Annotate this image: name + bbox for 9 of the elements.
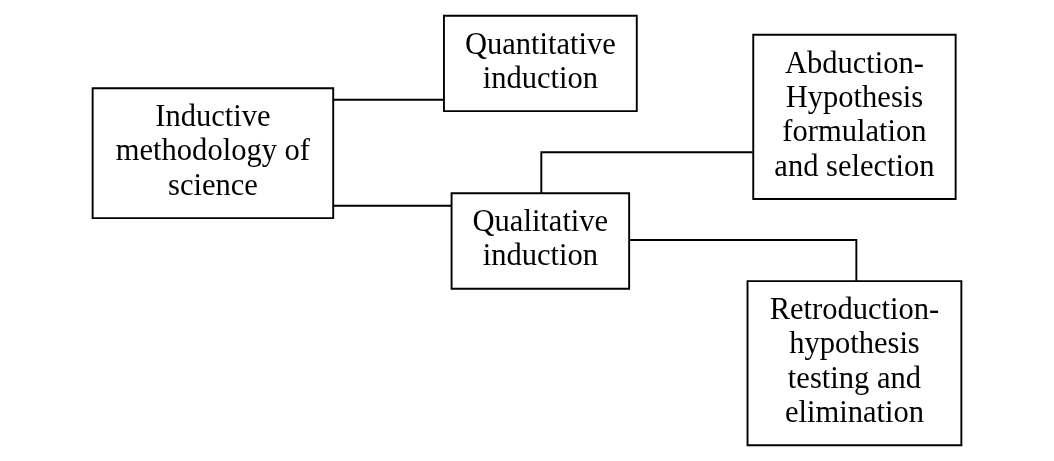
node-box: Qualitative induction: [450, 192, 631, 290]
node-box: Retroduction- hypothesis testing and elimination: [746, 280, 963, 447]
node-box: Abduction- Hypothesis formulation and selection: [752, 33, 957, 200]
connector: [540, 151, 754, 194]
connector: [628, 239, 858, 282]
node-box: Inductive methodology of science: [91, 87, 335, 220]
node-box: Quantitative induction: [443, 14, 638, 113]
connector: [332, 98, 445, 101]
connector: [332, 204, 453, 207]
